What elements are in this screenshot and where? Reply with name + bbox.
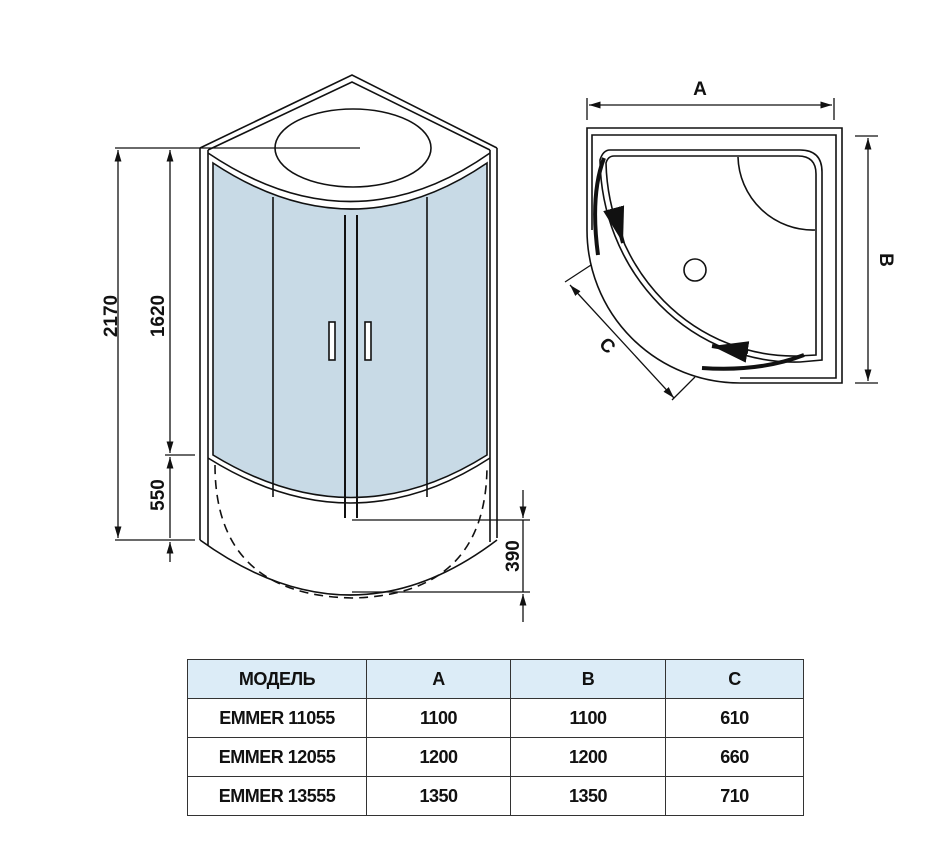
wall-outline: [586, 127, 843, 384]
cell-b: 1200: [510, 737, 666, 777]
seat-corner: [737, 156, 816, 231]
cell-b: 1350: [510, 776, 666, 816]
dim-tray-depth: 390: [503, 540, 524, 572]
door-handle-right: [364, 321, 372, 361]
header-model: МОДЕЛЬ: [187, 659, 367, 699]
door-handle-left: [328, 321, 336, 361]
plan-dimensions: [564, 98, 878, 401]
front-view-shower-cabin: [199, 74, 498, 599]
dim-total-height: 2170: [101, 295, 122, 337]
tray-rim-outer: [599, 149, 823, 363]
wall-inner: [591, 134, 837, 379]
dim-glass-height: 1620: [148, 295, 169, 337]
left-frame: [199, 148, 209, 545]
cell-c: 710: [665, 776, 804, 816]
door-center-frame: [344, 215, 358, 518]
tray-hidden-outline: [214, 464, 488, 599]
plan-label-a: A: [693, 79, 707, 100]
model-dimensions-table: МОДЕЛЬ A B C EMMER 11055 1100 1100 610 E…: [187, 659, 804, 816]
door-left: [593, 157, 606, 256]
cell-c: 610: [665, 698, 804, 738]
slide-arrow-left: [711, 341, 750, 363]
door-right: [701, 353, 805, 371]
panel-divider: [272, 197, 428, 497]
table-row: EMMER 13555 1350 1350 710: [187, 776, 804, 816]
tray-rim-inner: [605, 155, 817, 357]
header-c: C: [665, 659, 804, 699]
cell-a: 1100: [366, 698, 511, 738]
table-row: EMMER 11055 1100 1100 610: [187, 698, 804, 738]
plan-label-c: C: [595, 334, 620, 359]
outer-arc: [586, 229, 741, 384]
dim-tray-height: 550: [148, 479, 169, 511]
slide-arrow-down: [603, 205, 625, 244]
cell-model: EMMER 11055: [187, 698, 367, 738]
cell-model: EMMER 13555: [187, 776, 367, 816]
drain: [683, 258, 707, 282]
cell-a: 1350: [366, 776, 511, 816]
plan-label-b: B: [875, 253, 896, 267]
table-row: EMMER 12055 1200 1200 660: [187, 737, 804, 777]
cell-c: 660: [665, 737, 804, 777]
header-b: B: [510, 659, 666, 699]
cell-b: 1100: [510, 698, 666, 738]
cell-a: 1200: [366, 737, 511, 777]
roof-inner: [207, 81, 491, 151]
glass-panels: [212, 161, 488, 499]
cell-model: EMMER 12055: [187, 737, 367, 777]
tray-bottom-curve: [199, 539, 498, 596]
front-dimensions: [114, 147, 530, 622]
plan-view: [586, 127, 843, 384]
table-header-row: МОДЕЛЬ A B C: [187, 659, 804, 699]
header-a: A: [366, 659, 511, 699]
right-frame: [489, 148, 498, 542]
canopy-curve: [207, 152, 491, 203]
tray-top-curve: [207, 457, 491, 504]
roof-outline: [199, 74, 498, 149]
